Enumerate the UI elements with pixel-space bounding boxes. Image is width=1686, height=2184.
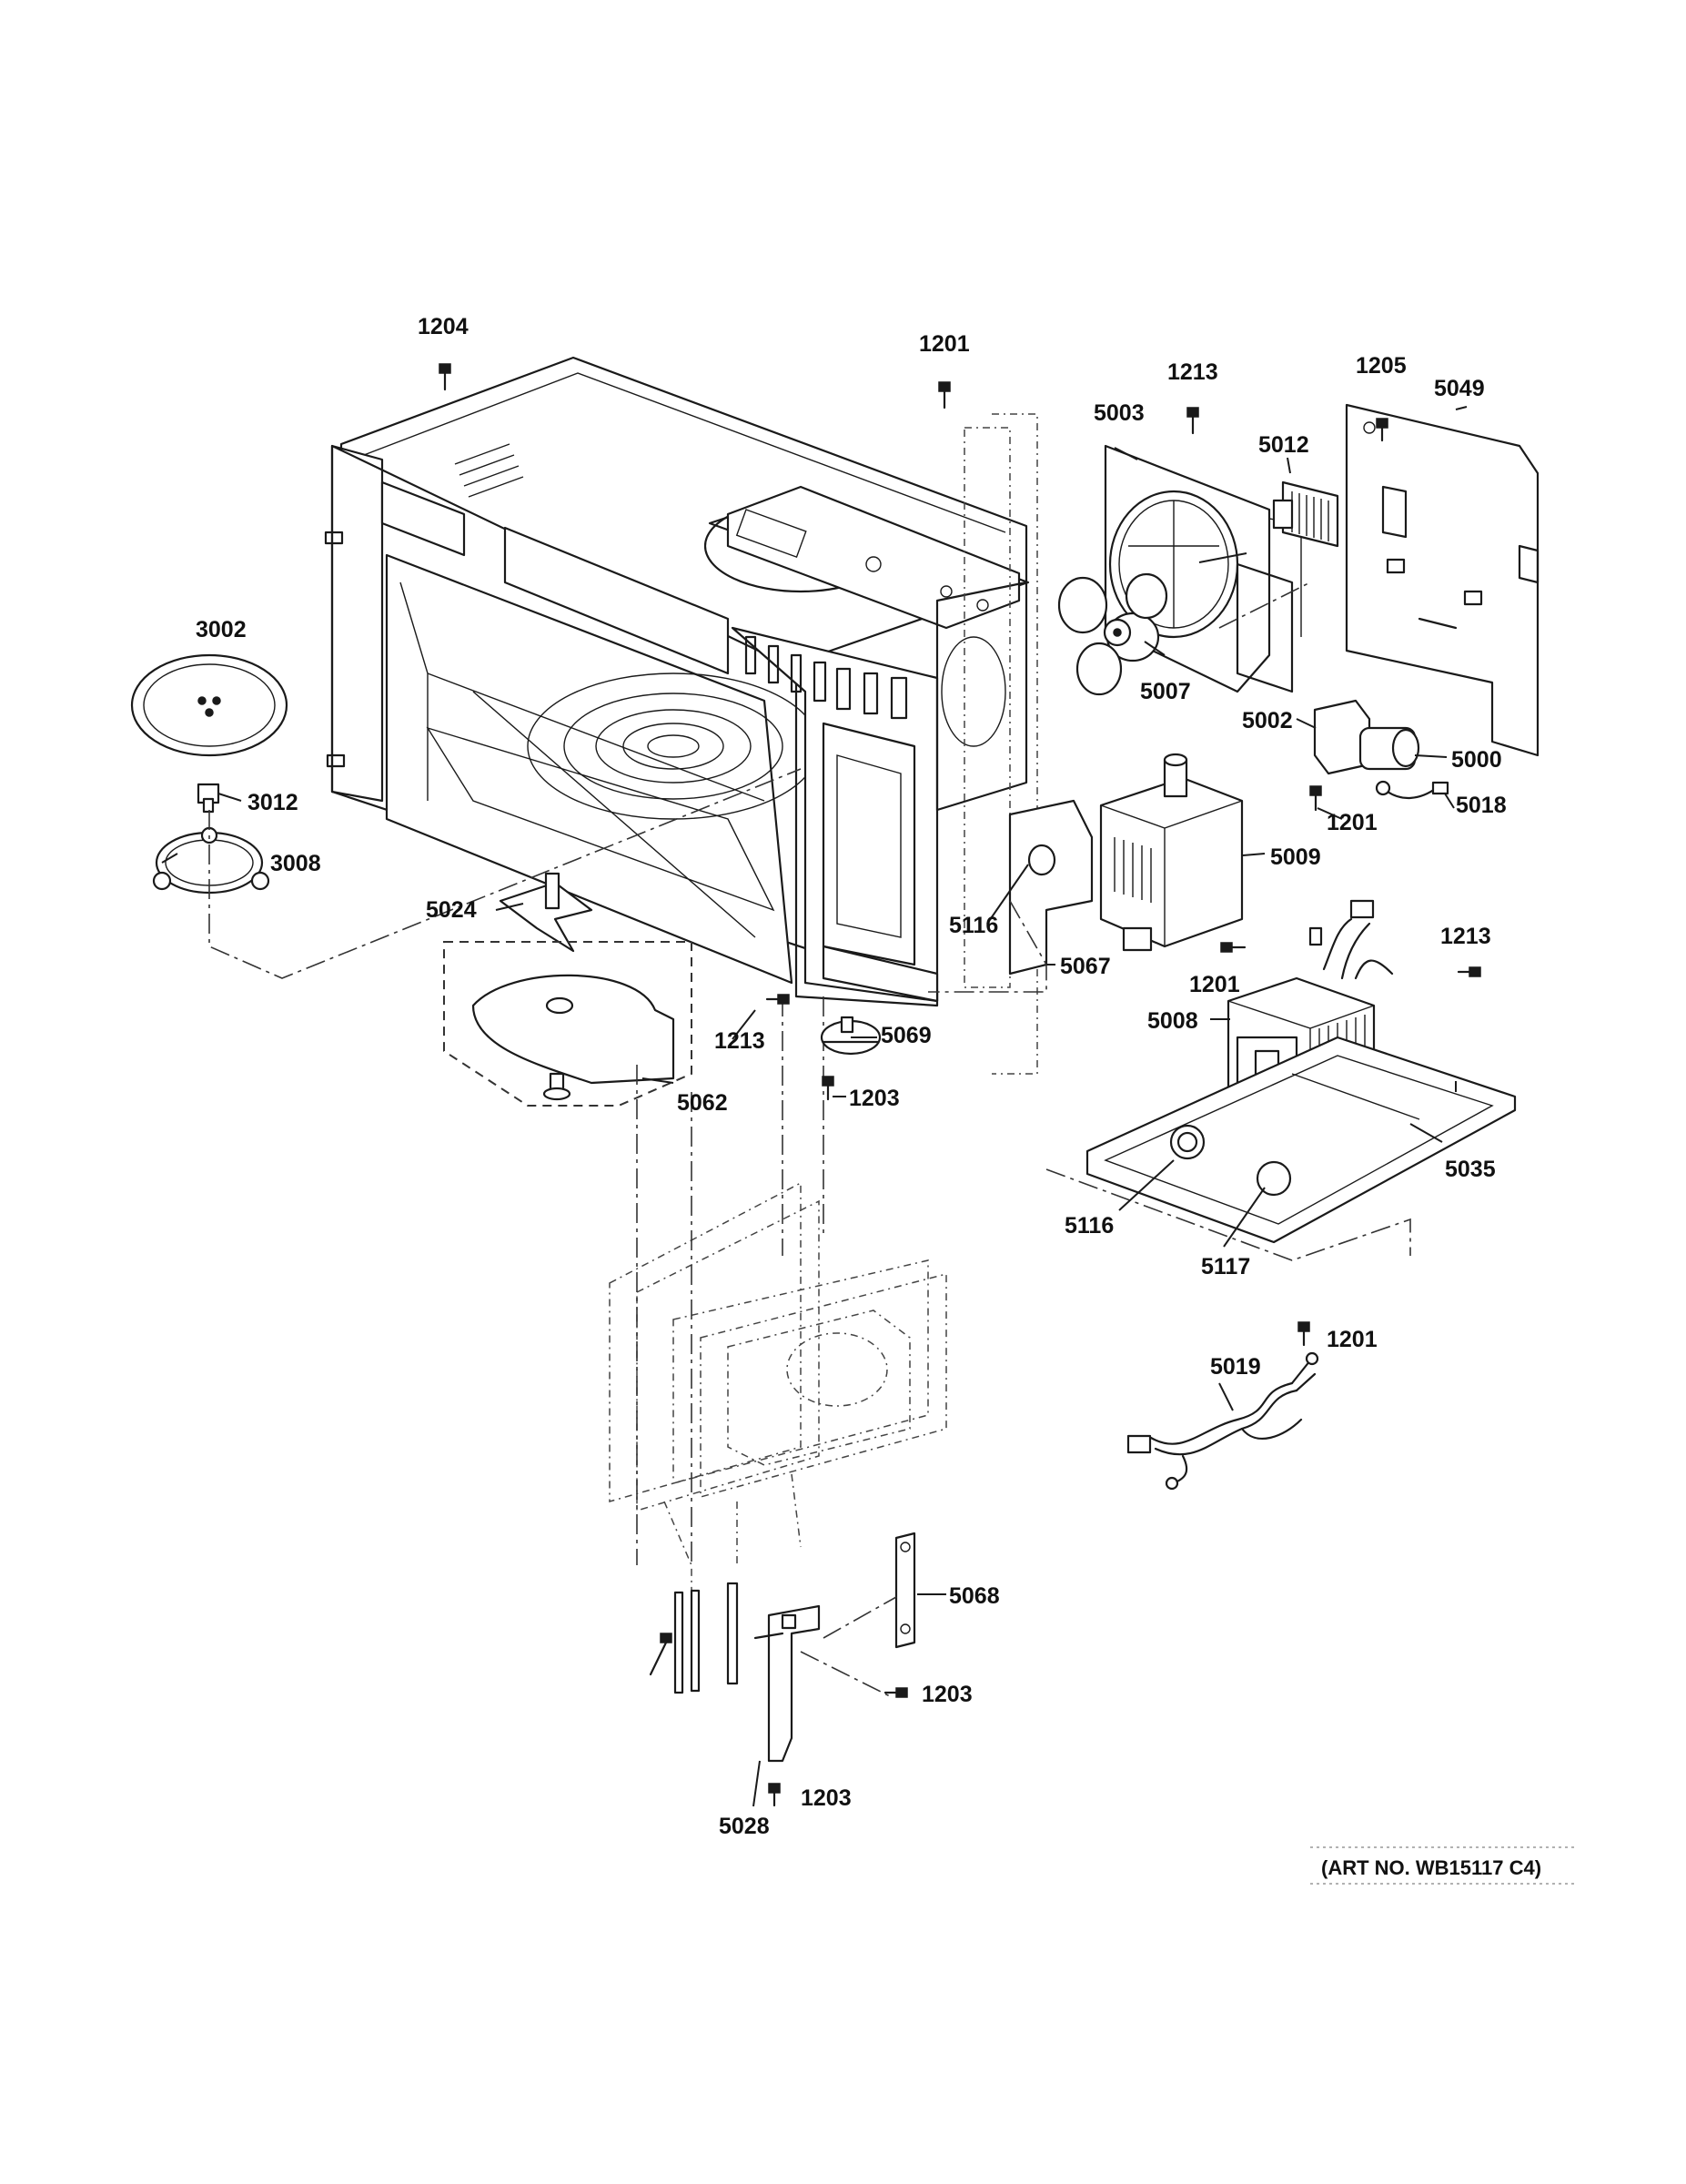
- magnetron-bracket: [1008, 799, 1094, 976]
- magnetron: [1099, 753, 1244, 952]
- turntable-coupler: [197, 783, 220, 814]
- label-5116-magnetron: 5116: [949, 913, 998, 938]
- stirrer-cover: [471, 974, 675, 1101]
- label-5024: 5024: [426, 897, 477, 923]
- fan-motor: [1272, 480, 1339, 548]
- label-5035: 5035: [1445, 1157, 1496, 1182]
- label-5069: 5069: [881, 1023, 932, 1048]
- thermostat-5116-base: [1176, 1131, 1198, 1153]
- screw-1201-top: [938, 381, 951, 410]
- label-5012: 5012: [1258, 432, 1309, 458]
- screw-1213-right: [1457, 966, 1481, 977]
- diode: [1375, 780, 1449, 799]
- wire-harness: [1126, 1351, 1319, 1491]
- screw-1201-bottom: [1297, 1321, 1310, 1347]
- label-1201-top: 1201: [919, 331, 970, 357]
- label-3002: 3002: [196, 617, 247, 642]
- label-5018: 5018: [1456, 793, 1507, 818]
- art-number-box: (ART NO. WB15117 C4): [1310, 1846, 1574, 1885]
- label-1201-capacitor: 1201: [1327, 810, 1378, 835]
- label-5007: 5007: [1140, 679, 1191, 704]
- label-1213-left: 1213: [714, 1028, 765, 1054]
- label-1213-top: 1213: [1167, 359, 1218, 385]
- label-1213-right: 1213: [1440, 924, 1491, 949]
- capacitor: [1358, 726, 1420, 771]
- label-5067: 5067: [1060, 954, 1111, 979]
- label-5000: 5000: [1451, 747, 1502, 773]
- part-labels: 1204 1201 1213 1205 5049 5003 5012 3002 …: [196, 314, 1507, 1839]
- label-5003: 5003: [1094, 400, 1145, 426]
- label-5009: 5009: [1270, 844, 1321, 870]
- label-3012: 3012: [247, 790, 298, 815]
- label-1203-bottom: 1203: [801, 1785, 852, 1811]
- stirrer-motor: [820, 1016, 882, 1056]
- transformer-leads: [1308, 899, 1394, 980]
- label-1205: 1205: [1356, 353, 1407, 379]
- screw-1203-stirrer: [822, 1076, 834, 1101]
- label-1201-magnetron: 1201: [1189, 972, 1240, 997]
- screw-1201-capacitor: [1309, 785, 1322, 812]
- screw-1204: [439, 363, 451, 391]
- base-plate: [1085, 1036, 1517, 1244]
- latch-rods: [673, 1582, 739, 1694]
- label-3008: 3008: [270, 851, 321, 876]
- label-5117: 5117: [1201, 1254, 1250, 1279]
- screw-1203-interlock: [883, 1687, 908, 1698]
- label-5008: 5008: [1147, 1008, 1198, 1034]
- door-assembly-outline: [609, 1181, 947, 1592]
- interlock-cover: [894, 1532, 916, 1649]
- screw-door: [649, 1633, 672, 1676]
- label-1203-interlock: 1203: [922, 1682, 973, 1707]
- stirrer-blade: [499, 872, 593, 953]
- label-5028: 5028: [719, 1814, 770, 1839]
- screw-1205: [1376, 418, 1388, 442]
- label-1203-stirrer: 1203: [849, 1086, 900, 1111]
- label-5019: 5019: [1210, 1354, 1261, 1380]
- leader-lines: [161, 406, 1468, 1807]
- rear-panel: [1345, 403, 1540, 757]
- fan-blade: [1057, 572, 1168, 696]
- label-5002: 5002: [1242, 708, 1293, 733]
- label-1204: 1204: [418, 314, 469, 339]
- turntable-tray: [130, 653, 288, 757]
- label-5068: 5068: [949, 1583, 1000, 1609]
- screw-1203-bottom: [768, 1783, 781, 1807]
- screw-1213-top: [1186, 407, 1199, 435]
- screw-1201-magnetron: [1220, 942, 1247, 953]
- label-1201-bottom: 1201: [1327, 1327, 1378, 1352]
- interlock-bracket: [753, 1604, 821, 1763]
- roller-ring: [152, 826, 270, 895]
- label-5062: 5062: [677, 1090, 728, 1116]
- label-5116-base: 5116: [1065, 1213, 1114, 1239]
- screw-1213-left: [765, 994, 790, 1005]
- oven-cavity-chassis: [324, 356, 1030, 1007]
- art-number: (ART NO. WB15117 C4): [1321, 1856, 1541, 1879]
- label-5049: 5049: [1434, 376, 1485, 401]
